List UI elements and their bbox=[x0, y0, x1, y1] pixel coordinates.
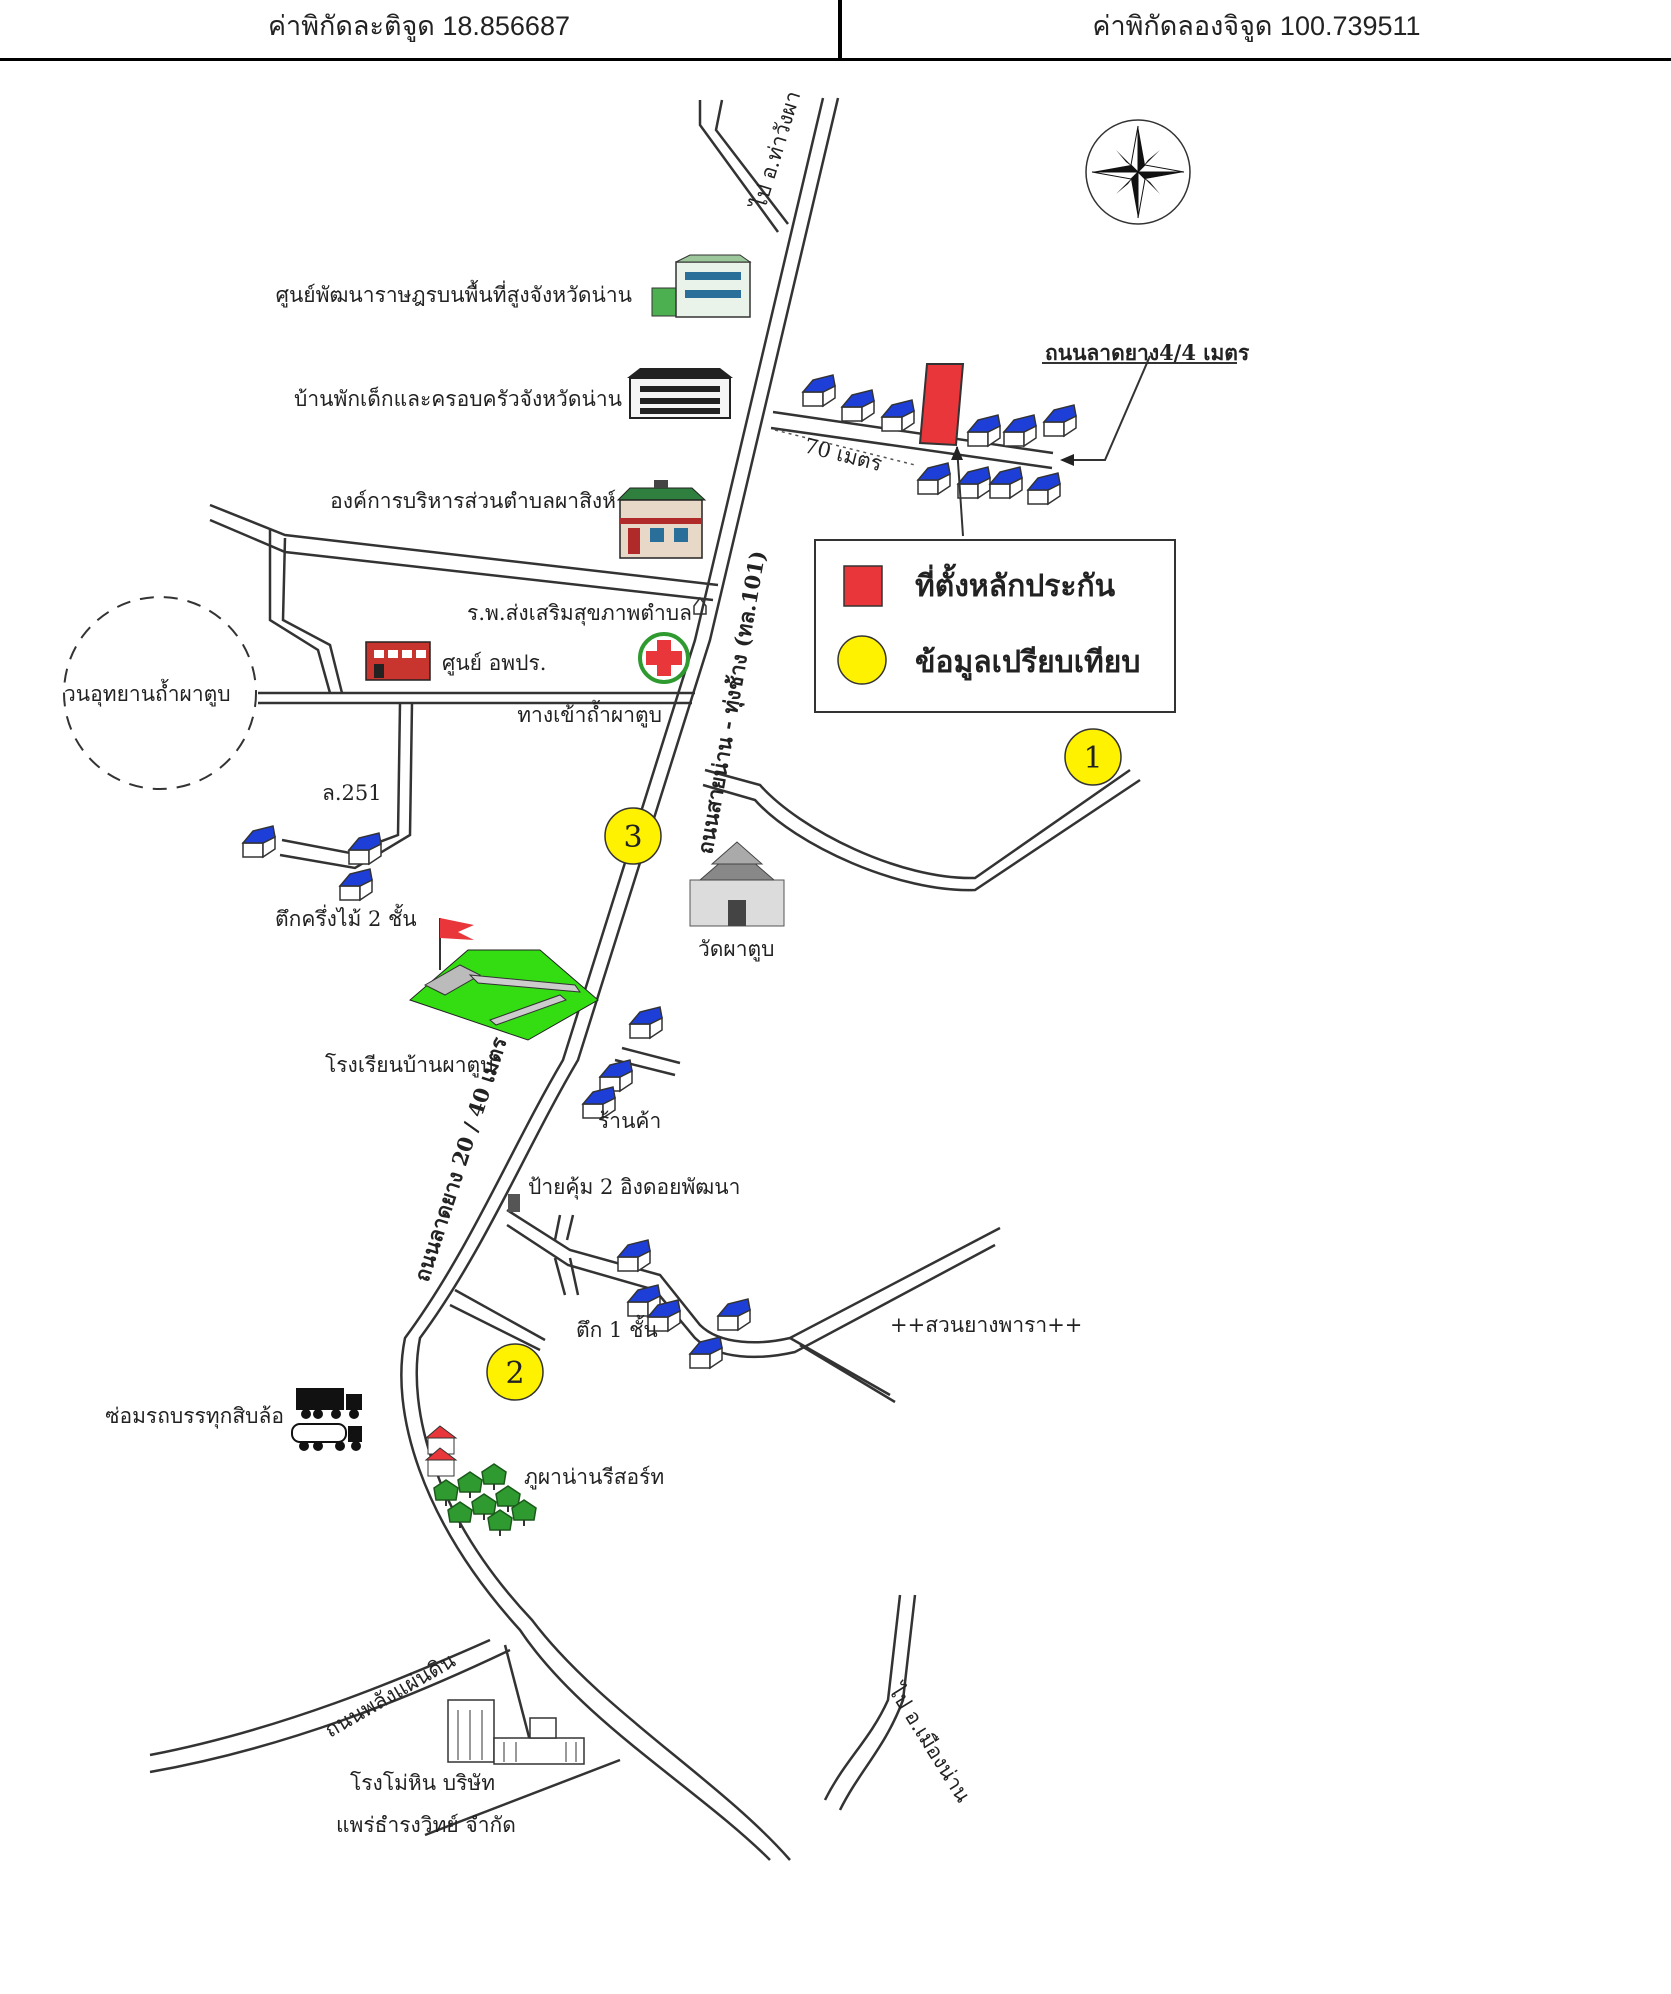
children-shelter-label: บ้านพักเด็กและครอบครัวจังหวัดน่าน bbox=[294, 385, 622, 411]
comparable-marker-3: 3 bbox=[604, 807, 662, 865]
to-tha-wang-pha-label: ไป อ.ท่าวังผา bbox=[746, 88, 805, 213]
distance-70-label: 70 เมตร bbox=[802, 434, 885, 476]
marker-label: 3 bbox=[623, 820, 642, 855]
to-mueang-nan-label: ไป อ.เมืองน่าน bbox=[883, 1678, 976, 1806]
compass-rose-icon bbox=[1085, 119, 1191, 225]
coordinate-header: ค่าพิกัดละติจูด 18.856687 ค่าพิกัดลองจิจ… bbox=[0, 0, 1671, 61]
cave-entrance-label: ทางเข้าถ้ำผาตูบ bbox=[517, 700, 662, 728]
longitude-label: ค่าพิกัดลองจิจูด 100.739511 bbox=[1092, 11, 1421, 41]
stone-factory-icon bbox=[447, 1699, 585, 1765]
stone-factory-label-2: แพร่ธำรงวิทย์ จำกัด bbox=[336, 1813, 516, 1837]
red-cross-icon bbox=[638, 632, 690, 684]
children-shelter-building bbox=[627, 368, 733, 419]
comparable-marker-2: 2 bbox=[486, 1343, 544, 1401]
forest-park-area bbox=[63, 596, 257, 790]
opr-center-building bbox=[365, 641, 431, 681]
asphalt-road-4-label: ถนนลาดยาง4/4 เมตร bbox=[1045, 340, 1250, 365]
temple-icon bbox=[689, 841, 785, 927]
one-storey-label: ตึก 1 ชั้น bbox=[576, 1315, 658, 1342]
highland-center-label: ศูนย์พัฒนาราษฎรบนพื้นที่สูงจังหวัดน่าน bbox=[276, 280, 632, 308]
truck-repair-label: ซ่อมรถบรรทุกสิบล้อ bbox=[105, 1404, 284, 1429]
highland-center-building bbox=[651, 254, 752, 318]
sao-building bbox=[616, 480, 707, 559]
main-road-label: ถนนสายน่าน - ทุ่งช้าง (ทล.101) bbox=[692, 549, 772, 857]
header-divider bbox=[838, 0, 842, 58]
comparable-legend-swatch bbox=[837, 635, 887, 685]
marker-label: 2 bbox=[505, 1356, 524, 1391]
phalang-road-label: ถนนพลังแผ่นดิน bbox=[321, 1648, 460, 1742]
health-center-marker bbox=[693, 596, 707, 615]
stone-factory-label-1: โรงโม่หิน บริษัท bbox=[350, 1771, 495, 1795]
comparable-legend-label: ข้อมูลเปรียบเทียบ bbox=[915, 645, 1140, 681]
collateral-plot bbox=[918, 363, 965, 447]
opr-center-label: ศูนย์ อพปร. bbox=[442, 651, 546, 676]
side-roads bbox=[149, 99, 1141, 1837]
village-sign-label: ป้ายคุ้ม 2 อิงดอยพัฒนา bbox=[528, 1175, 740, 1200]
collateral-legend-label: ที่ตั้งหลักประกัน bbox=[915, 563, 1116, 604]
marker-label: 1 bbox=[1083, 741, 1102, 776]
school-area bbox=[409, 918, 599, 1041]
collateral-pointer-line bbox=[956, 446, 964, 537]
village-signpost bbox=[508, 1194, 520, 1212]
latitude-label: ค่าพิกัดละติจูด 18.856687 bbox=[268, 11, 570, 41]
lane-251-label: ล.251 bbox=[322, 781, 382, 805]
health-hospital-label: ร.พ.ส่งเสริมสุขภาพตำบล bbox=[467, 601, 692, 626]
resort-label: ภูผาน่านรีสอร์ท bbox=[524, 1465, 664, 1490]
comparable-marker-1: 1 bbox=[1064, 728, 1122, 786]
truck-icon bbox=[291, 1388, 362, 1451]
resort-icon bbox=[424, 1425, 537, 1537]
map-legend: ที่ตั้งหลักประกัน ข้อมูลเปรียบเทียบ bbox=[814, 539, 1176, 713]
rubber-plantation-label: ++สวนยางพารา++ bbox=[890, 1313, 1082, 1337]
school-label: โรงเรียนบ้านผาตูบ bbox=[325, 1053, 493, 1078]
collateral-legend-swatch bbox=[843, 565, 883, 607]
two-storey-label: ตึกครึ่งไม้ 2 ชั้น bbox=[275, 904, 417, 931]
temple-label: วัดผาตูบ bbox=[698, 937, 775, 962]
sao-label: องค์การบริหารส่วนตำบลผาสิงห์ bbox=[330, 489, 616, 513]
forest-park-label: วนอุทยานถ้ำผาตูบ bbox=[64, 679, 231, 707]
location-map: ที่ตั้งหลักประกัน ข้อมูลเปรียบเทียบ 1 2 … bbox=[63, 88, 1250, 1861]
shop-label: ร้านค้า bbox=[598, 1109, 661, 1133]
